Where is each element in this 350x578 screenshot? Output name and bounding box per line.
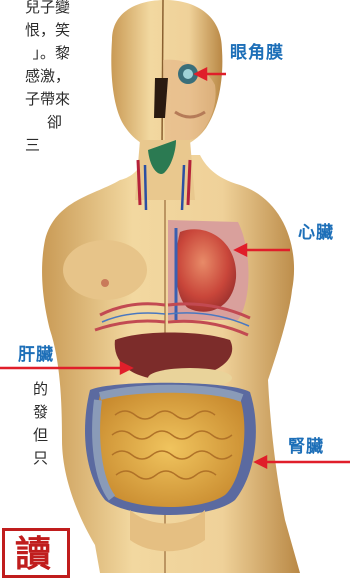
read-badge-glyph: 讀 bbox=[15, 533, 51, 577]
nipple-left bbox=[101, 279, 109, 287]
label-cornea: 眼角膜 bbox=[230, 38, 284, 63]
label-liver: 肝臟 bbox=[18, 345, 54, 365]
label-heart: 心臟 bbox=[298, 218, 334, 243]
carotid-right bbox=[188, 160, 190, 205]
carotid-left bbox=[138, 160, 140, 205]
pectoral-left bbox=[63, 240, 147, 300]
label-kidney: 腎臟 bbox=[288, 432, 324, 457]
small-intestine bbox=[96, 390, 245, 507]
label-liver-box: 肝臟 bbox=[18, 340, 54, 365]
head-split bbox=[162, 0, 163, 148]
cornea-mark bbox=[183, 69, 193, 79]
jugular-left bbox=[145, 165, 146, 210]
read-badge: 讀 bbox=[2, 528, 70, 578]
